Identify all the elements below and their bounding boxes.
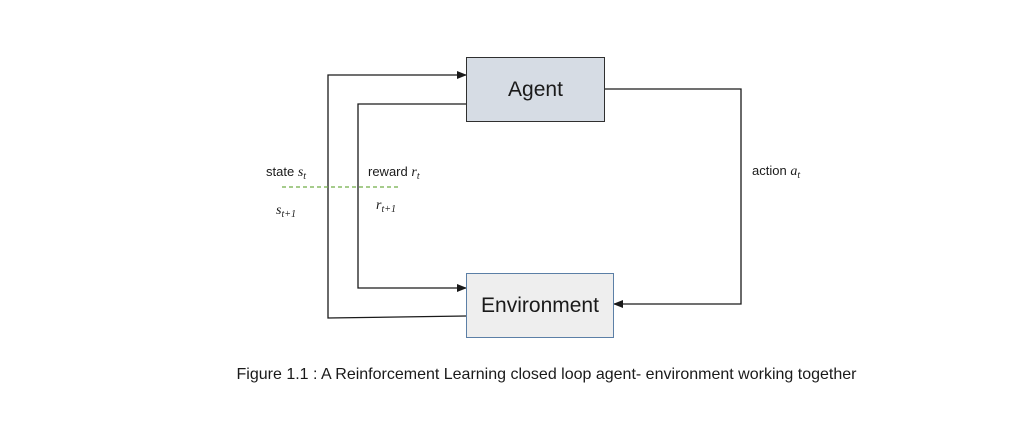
state-subscript: t (303, 171, 307, 182)
action-symbol: a (790, 164, 798, 179)
reward-label: reward rt (368, 164, 420, 182)
reward-line (357, 103, 467, 292)
next-state-label: st+1 (276, 202, 296, 220)
state-symbol: s (297, 165, 304, 180)
action-subscript: t (797, 170, 801, 181)
reward-subscript: t (416, 171, 420, 182)
figure-caption: Figure 1.1 : A Reinforcement Learning cl… (236, 366, 857, 383)
environment-label: Environment (481, 293, 599, 317)
agent-label: Agent (508, 77, 563, 101)
reward-symbol: r (411, 165, 417, 180)
action-label: action at (752, 163, 800, 181)
environment-box: Environment (466, 273, 614, 338)
agent-box: Agent (466, 57, 605, 122)
state-word: state (266, 164, 295, 179)
state-label: state st (266, 164, 306, 182)
reward-word: reward (368, 164, 408, 179)
action-word: action (752, 163, 787, 178)
next-state-subscript: t+1 (281, 209, 296, 220)
action-line (605, 88, 742, 308)
next-reward-subscript: t+1 (381, 204, 396, 215)
next-state-symbol: s (276, 203, 282, 218)
next-reward-symbol: r (376, 198, 382, 213)
next-reward-label: rt+1 (376, 197, 396, 215)
state-feedback-line (327, 71, 467, 319)
